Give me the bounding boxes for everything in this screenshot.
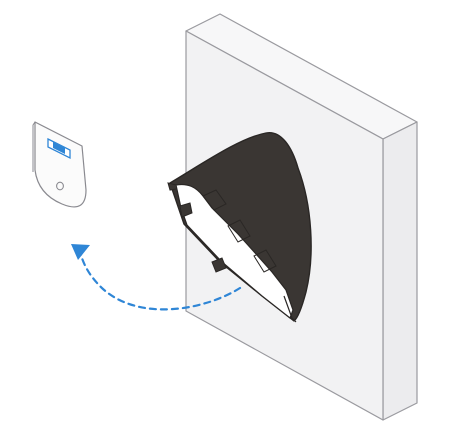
mount-tab-1 [179, 202, 193, 218]
mount-rib-2 [227, 219, 251, 243]
mounting-plate-hole [56, 181, 64, 191]
mount-rib-1 [202, 189, 227, 211]
mount-tab-2 [211, 257, 227, 273]
mount-edge-line [167, 182, 177, 191]
mount-shell [169, 132, 312, 322]
mounting-plate-body [34, 121, 87, 208]
bubble-level-icon [47, 137, 71, 160]
wall-mount-bracket-icon [167, 132, 312, 323]
mount-rib-3 [253, 249, 277, 273]
mounting-plate-icon [32, 121, 87, 208]
mounting-plate-edge [32, 121, 36, 172]
wall-side-face [382, 121, 418, 421]
mount-tip [283, 295, 297, 323]
curved-dashed-arrow-icon [71, 244, 242, 311]
